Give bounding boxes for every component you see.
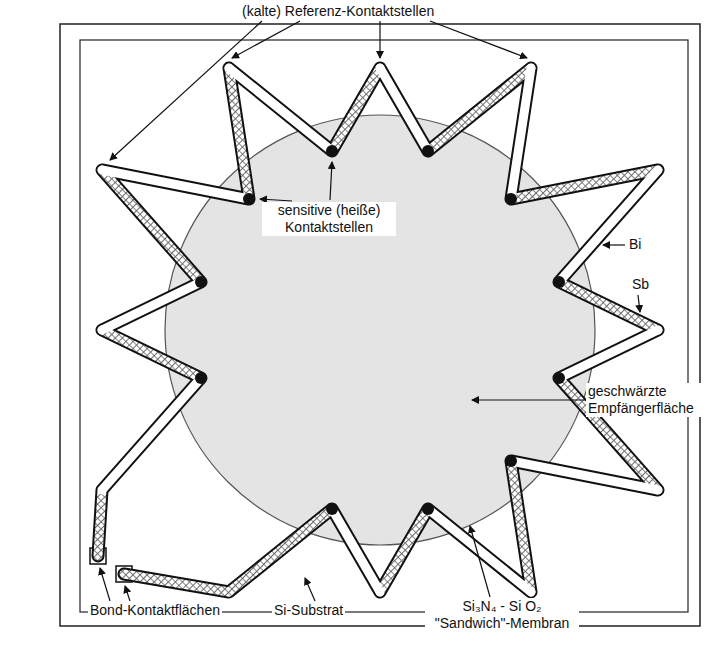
sb-legs (98, 68, 658, 592)
substrate-inner-frame (80, 40, 688, 612)
callout-label: Bond-Kontaktflächen (88, 602, 222, 619)
material-label: Bi (627, 236, 643, 253)
callout-label: Si-Substrat (272, 602, 345, 619)
callout-label: geschwärzte Empfängerfläche (586, 383, 702, 417)
substrate-frame (60, 24, 700, 626)
thermocouple-outline (98, 68, 658, 592)
leader-lines (100, 21, 640, 601)
material-label: Sb (630, 276, 651, 293)
membrane-circle (165, 115, 595, 545)
callout-label: sensitive (heiße) Kontaktstellen (262, 202, 396, 236)
bi-legs (102, 68, 658, 592)
callout-label: (kalte) Referenz-Kontaktstellen (240, 3, 436, 20)
hot-junctions (195, 145, 565, 515)
callout-label: Si₃N₄ - Si O₂ "Sandwich"-Membran (425, 598, 579, 632)
